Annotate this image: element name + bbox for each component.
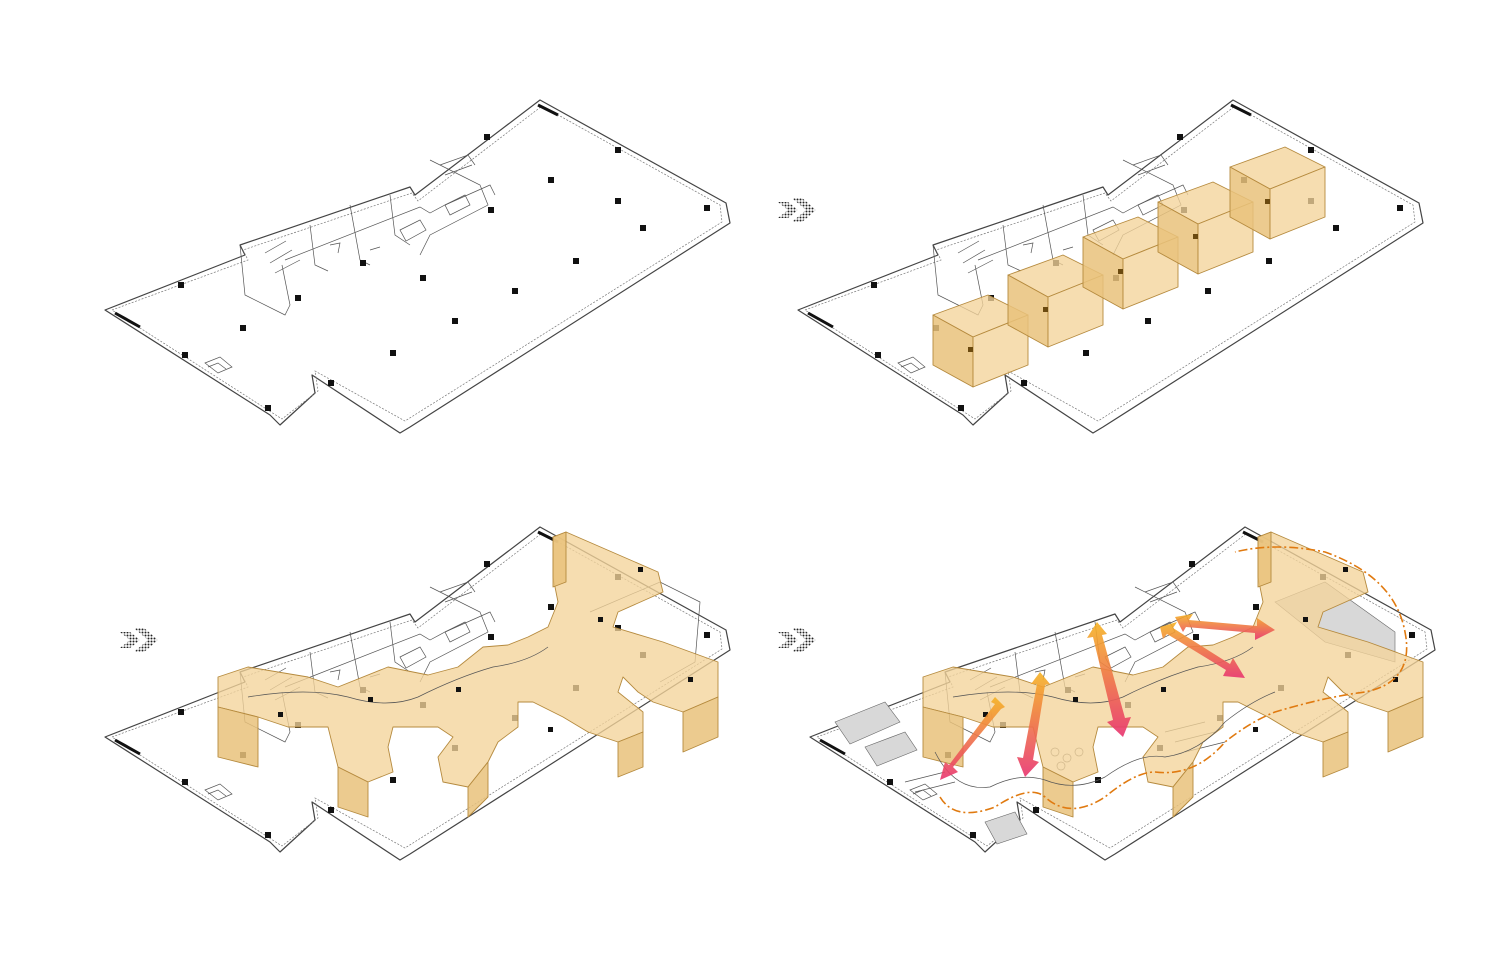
- panel-merged-volume: [103, 525, 732, 862]
- flow-arrow-3: [1087, 622, 1131, 737]
- flow-arrow-2: [1017, 672, 1050, 777]
- flow-arrow-1: [940, 697, 1005, 780]
- flow-arrow-5: [1175, 614, 1275, 640]
- panel-circulation-flow: [808, 525, 1437, 862]
- circulation-path: [939, 546, 1408, 814]
- merged-volume: [922, 531, 1424, 818]
- panel-base-plan: [103, 98, 732, 435]
- flow-arrow-4: [1160, 622, 1245, 678]
- dotted-chevron-arrow-icon: [778, 198, 816, 222]
- dotted-chevron-arrow-icon: [778, 628, 816, 652]
- box-volume-5: [1229, 146, 1326, 240]
- floor-plan-outline: [103, 98, 732, 435]
- dotted-chevron-arrow-icon: [120, 628, 158, 652]
- flow-arrows: [940, 614, 1275, 780]
- merged-volume: [217, 531, 719, 818]
- panel-box-volumes: [796, 98, 1425, 435]
